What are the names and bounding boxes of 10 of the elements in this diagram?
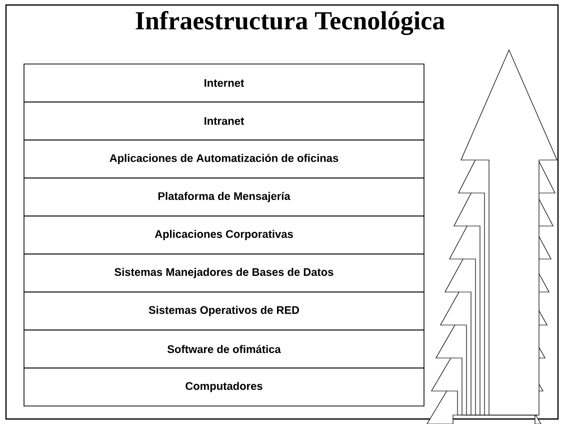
layer-box: Internet (24, 64, 424, 102)
layer-box: Software de ofimática (24, 330, 424, 368)
layer-box: Intranet (24, 102, 424, 140)
layer-box: Sistemas Manejadores de Bases de Datos (24, 254, 424, 292)
layer-box: Aplicaciones de Automatización de oficinas (24, 140, 424, 178)
layer-box: Plataforma de Mensajería (24, 178, 424, 216)
layer-box: Aplicaciones Corporativas (24, 216, 424, 254)
layer-box: Sistemas Operativos de RED (24, 292, 424, 330)
layer-box: Computadores (24, 368, 424, 406)
title: Infraestructura Tecnológica (136, 10, 445, 36)
